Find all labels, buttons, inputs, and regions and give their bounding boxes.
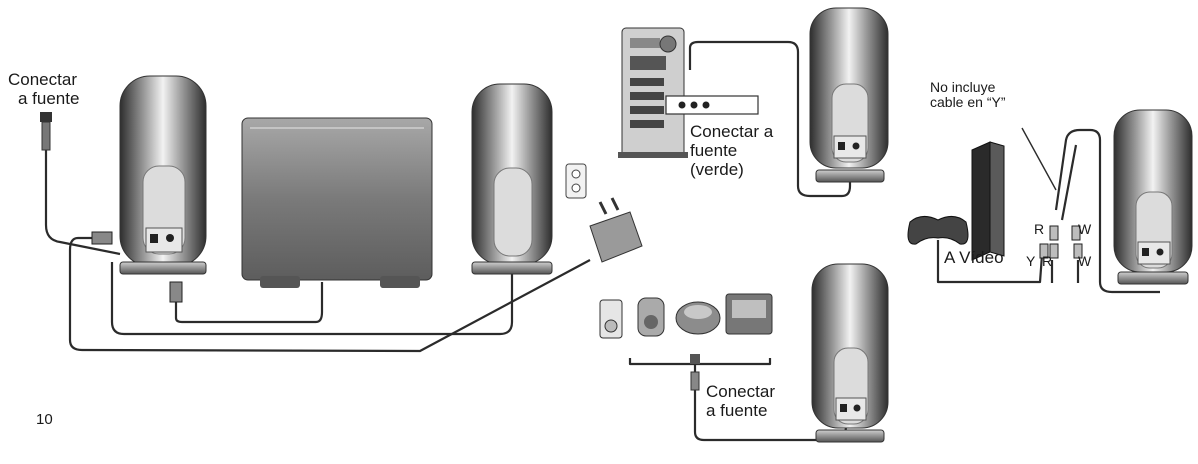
splitter-icon (690, 354, 700, 364)
speaker-portable (811, 263, 889, 443)
label-line: cable en “Y” (930, 94, 1006, 110)
power-adapter-icon (589, 197, 643, 263)
label-jack-r-top: R (1034, 221, 1045, 237)
sound-card-panel (665, 95, 759, 115)
cable-left-to-sub (174, 282, 324, 324)
cable-computer (688, 40, 852, 198)
label-line: Conectar a (690, 122, 774, 141)
speaker-right (471, 83, 553, 275)
label-jack-w-top: W (1078, 221, 1092, 237)
cable-left-source (44, 150, 121, 256)
knob-icon (166, 234, 174, 242)
wall-outlet-icon (565, 163, 587, 199)
sub-plug (169, 281, 183, 303)
y-note-leader (1021, 127, 1057, 191)
label-connect-source-bottom: Conectar a fuente (706, 382, 775, 420)
power-switch-icon (150, 234, 158, 243)
speaker-computer (809, 7, 889, 183)
computer-tower-icon (618, 27, 688, 158)
label-jack-w-bottom: W (1078, 253, 1092, 269)
cable-y (1054, 128, 1160, 294)
cable-left-to-right-speaker (110, 258, 514, 336)
game-console-icon (971, 141, 1005, 261)
cable-rca-legs (1050, 260, 1080, 283)
label-video: A Vídeo (944, 248, 1004, 267)
label-line: (verde) (690, 160, 744, 179)
portable-devices (599, 293, 773, 391)
speaker-console (1113, 109, 1193, 285)
page-number: 10 (36, 411, 53, 428)
gamepad-icon (907, 216, 969, 245)
label-jack-y: Y (1026, 253, 1036, 269)
speaker-left (119, 75, 207, 275)
label-line: Conectar (8, 70, 77, 89)
label-line: a fuente (18, 89, 80, 108)
label-line: No incluye (930, 79, 996, 95)
label-line: a fuente (706, 401, 768, 420)
cable-power-adapter (68, 236, 591, 353)
plug-bottom-icon (690, 371, 700, 391)
label-y-cable-note: No incluye cable en “Y” (930, 80, 1005, 110)
audio-plug-speaker (91, 231, 113, 245)
audio-plug-left (40, 112, 52, 151)
label-line: Conectar (706, 382, 775, 401)
label-connect-source-green: Conectar a fuente (verde) (690, 122, 773, 179)
label-connect-source-left: Conectar a fuente (8, 70, 79, 108)
label-line: fuente (690, 141, 738, 160)
cable-y-branch (1060, 144, 1078, 221)
label-jack-r-bottom: R (1042, 253, 1053, 269)
cable-console (936, 240, 1044, 284)
subwoofer (241, 117, 433, 288)
rca-connectors (1039, 225, 1083, 259)
